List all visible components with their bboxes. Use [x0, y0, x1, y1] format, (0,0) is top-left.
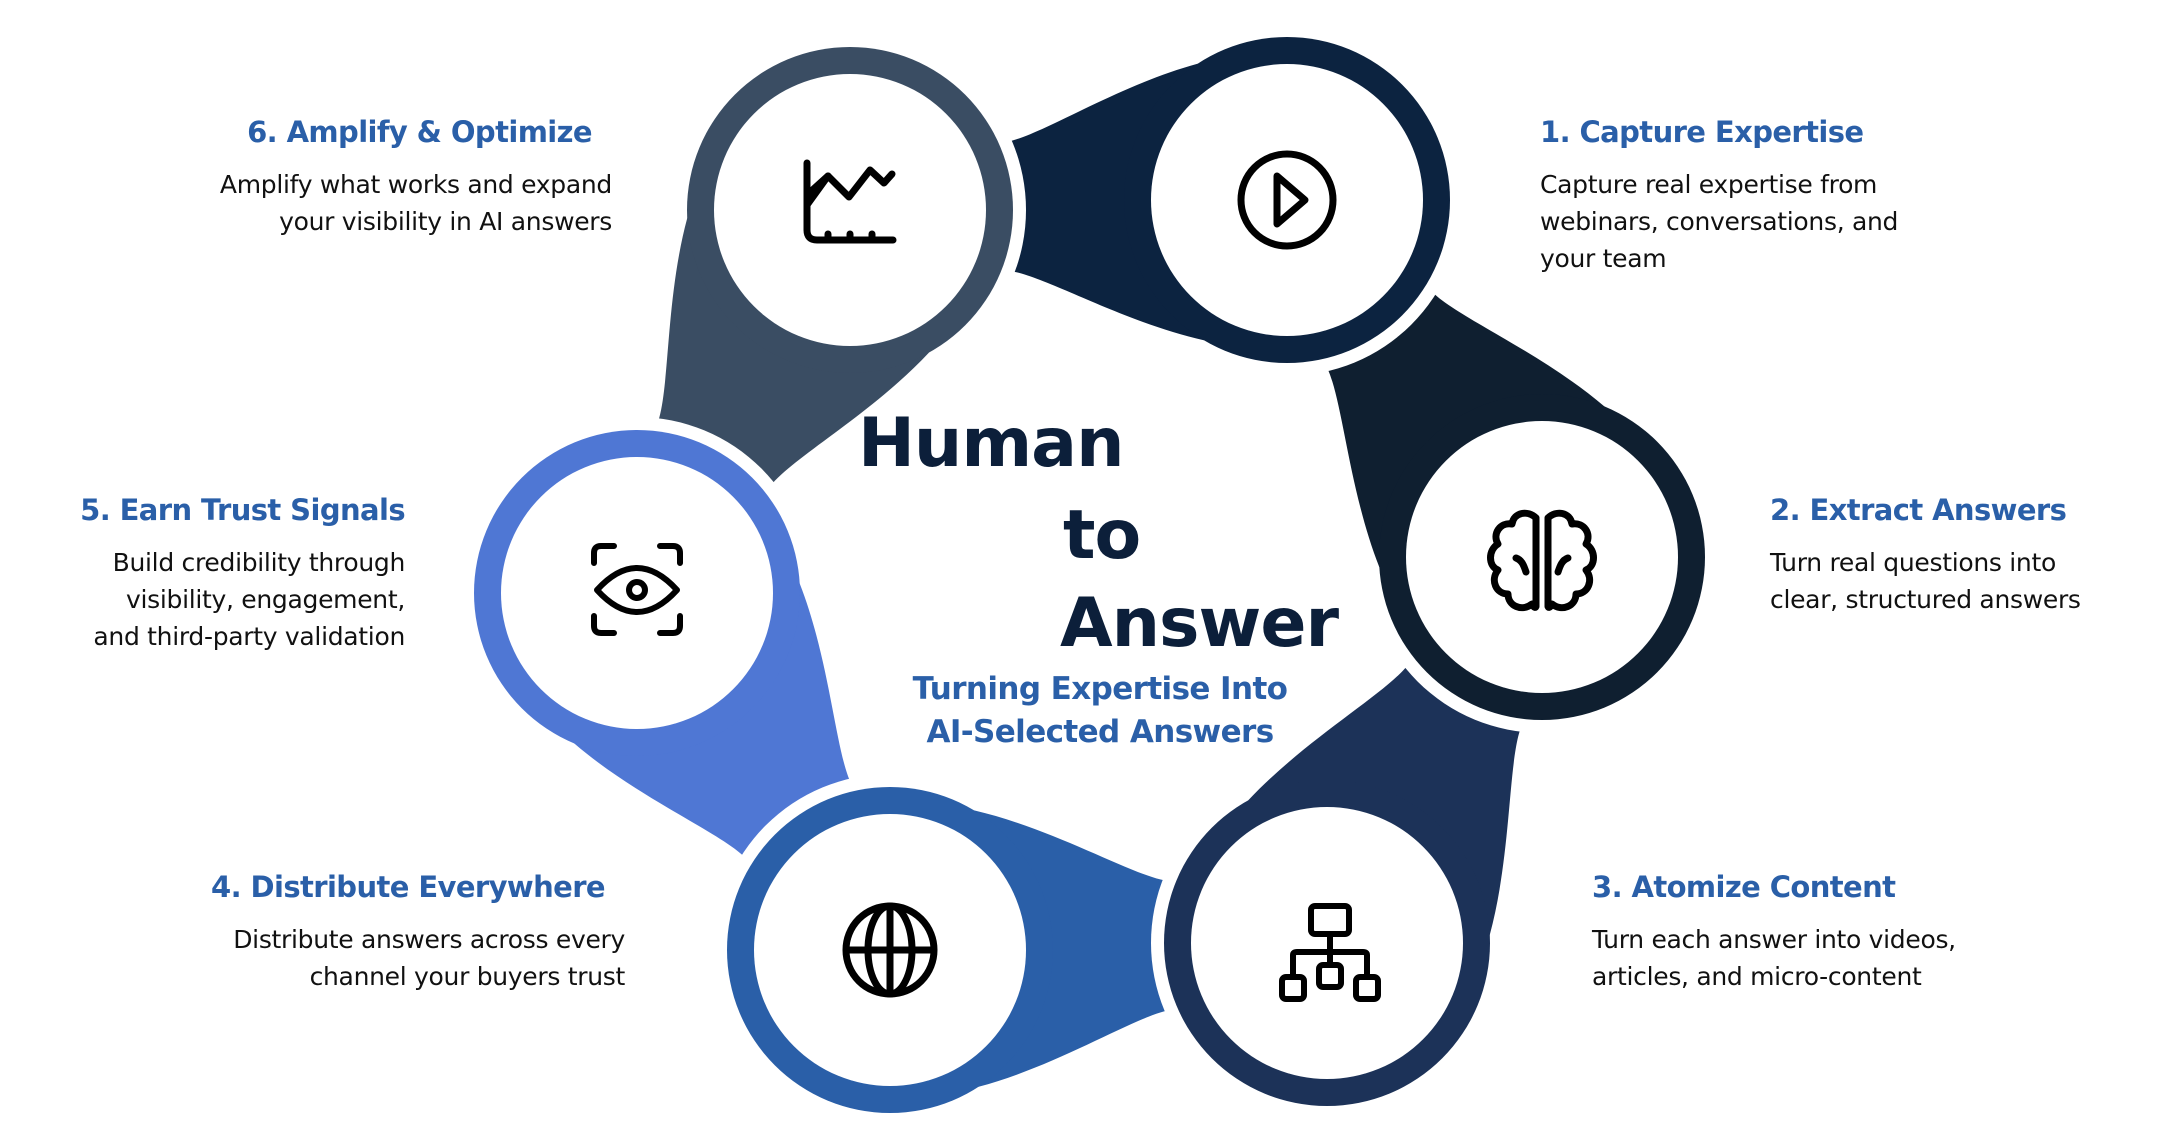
- eye-scan-icon: [591, 543, 683, 636]
- subtitle-line-1: Turning Expertise Into: [912, 671, 1288, 707]
- step-4-body: Distribute answers across every channel …: [105, 921, 625, 995]
- step-3-body: Turn each answer into videos, articles, …: [1592, 921, 2112, 995]
- step-5-body: Build credibility through visibility, en…: [0, 544, 405, 655]
- brain-icon: [1487, 509, 1597, 612]
- step-4-body-line: Distribute answers across every: [233, 925, 625, 954]
- subtitle-line-2: AI-Selected Answers: [926, 714, 1274, 750]
- step-6-ring: [687, 47, 1013, 373]
- play-circle-icon: [1237, 150, 1337, 250]
- step-1-text: 1. Capture Expertise Capture real expert…: [1540, 112, 2060, 277]
- step-6-body-line: your visibility in AI answers: [279, 207, 612, 236]
- line-chart-icon: [803, 159, 897, 244]
- step-2-text: 2. Extract Answers Turn real questions i…: [1770, 490, 2174, 618]
- step-5-text: 5. Earn Trust Signals Build credibility …: [0, 490, 405, 655]
- step-5-body-line: visibility, engagement,: [125, 585, 405, 614]
- hierarchy-icon: [1279, 903, 1381, 1002]
- step-3-body-line: Turn each answer into videos,: [1592, 925, 1956, 954]
- subtitle: Turning Expertise Into AI-Selected Answe…: [850, 668, 1350, 754]
- step-2-body: Turn real questions into clear, structur…: [1770, 544, 2174, 618]
- step-2-heading: 2. Extract Answers: [1770, 493, 2067, 527]
- step-1-ring: [1124, 37, 1450, 363]
- step-1-body-line: your team: [1540, 244, 1667, 273]
- step-1-heading: 1. Capture Expertise: [1540, 115, 1864, 149]
- title-human: Human: [858, 404, 1124, 483]
- step-4-text: 4. Distribute Everywhere Distribute answ…: [105, 867, 625, 995]
- globe-icon: [842, 902, 938, 998]
- step-rings: [474, 37, 1705, 1113]
- step-6-heading: 6. Amplify & Optimize: [247, 115, 593, 149]
- step-3-body-line: articles, and micro-content: [1592, 962, 1922, 991]
- step-5-ring: [474, 430, 800, 756]
- step-6-body: Amplify what works and expand your visib…: [92, 166, 612, 240]
- step-6-text: 6. Amplify & Optimize Amplify what works…: [92, 112, 612, 240]
- step-3-heading: 3. Atomize Content: [1592, 870, 1896, 904]
- title-to: to: [1063, 496, 1141, 575]
- step-2-ring: [1379, 394, 1705, 720]
- step-5-body-line: Build credibility through: [112, 548, 406, 577]
- step-1-body-line: Capture real expertise from: [1540, 170, 1878, 199]
- step-1-body: Capture real expertise from webinars, co…: [1540, 166, 2060, 277]
- step-5-body-line: and third-party validation: [93, 622, 405, 651]
- step-2-body-line: clear, structured answers: [1770, 585, 2081, 614]
- step-5-heading: 5. Earn Trust Signals: [80, 493, 405, 527]
- step-1-body-line: webinars, conversations, and: [1540, 207, 1899, 236]
- title-answer: Answer: [1060, 584, 1339, 663]
- step-6-body-line: Amplify what works and expand: [219, 170, 612, 199]
- step-4-heading: 4. Distribute Everywhere: [211, 870, 606, 904]
- step-4-body-line: channel your buyers trust: [309, 962, 626, 991]
- step-2-body-line: Turn real questions into: [1770, 548, 2056, 577]
- step-3-text: 3. Atomize Content Turn each answer into…: [1592, 867, 2112, 995]
